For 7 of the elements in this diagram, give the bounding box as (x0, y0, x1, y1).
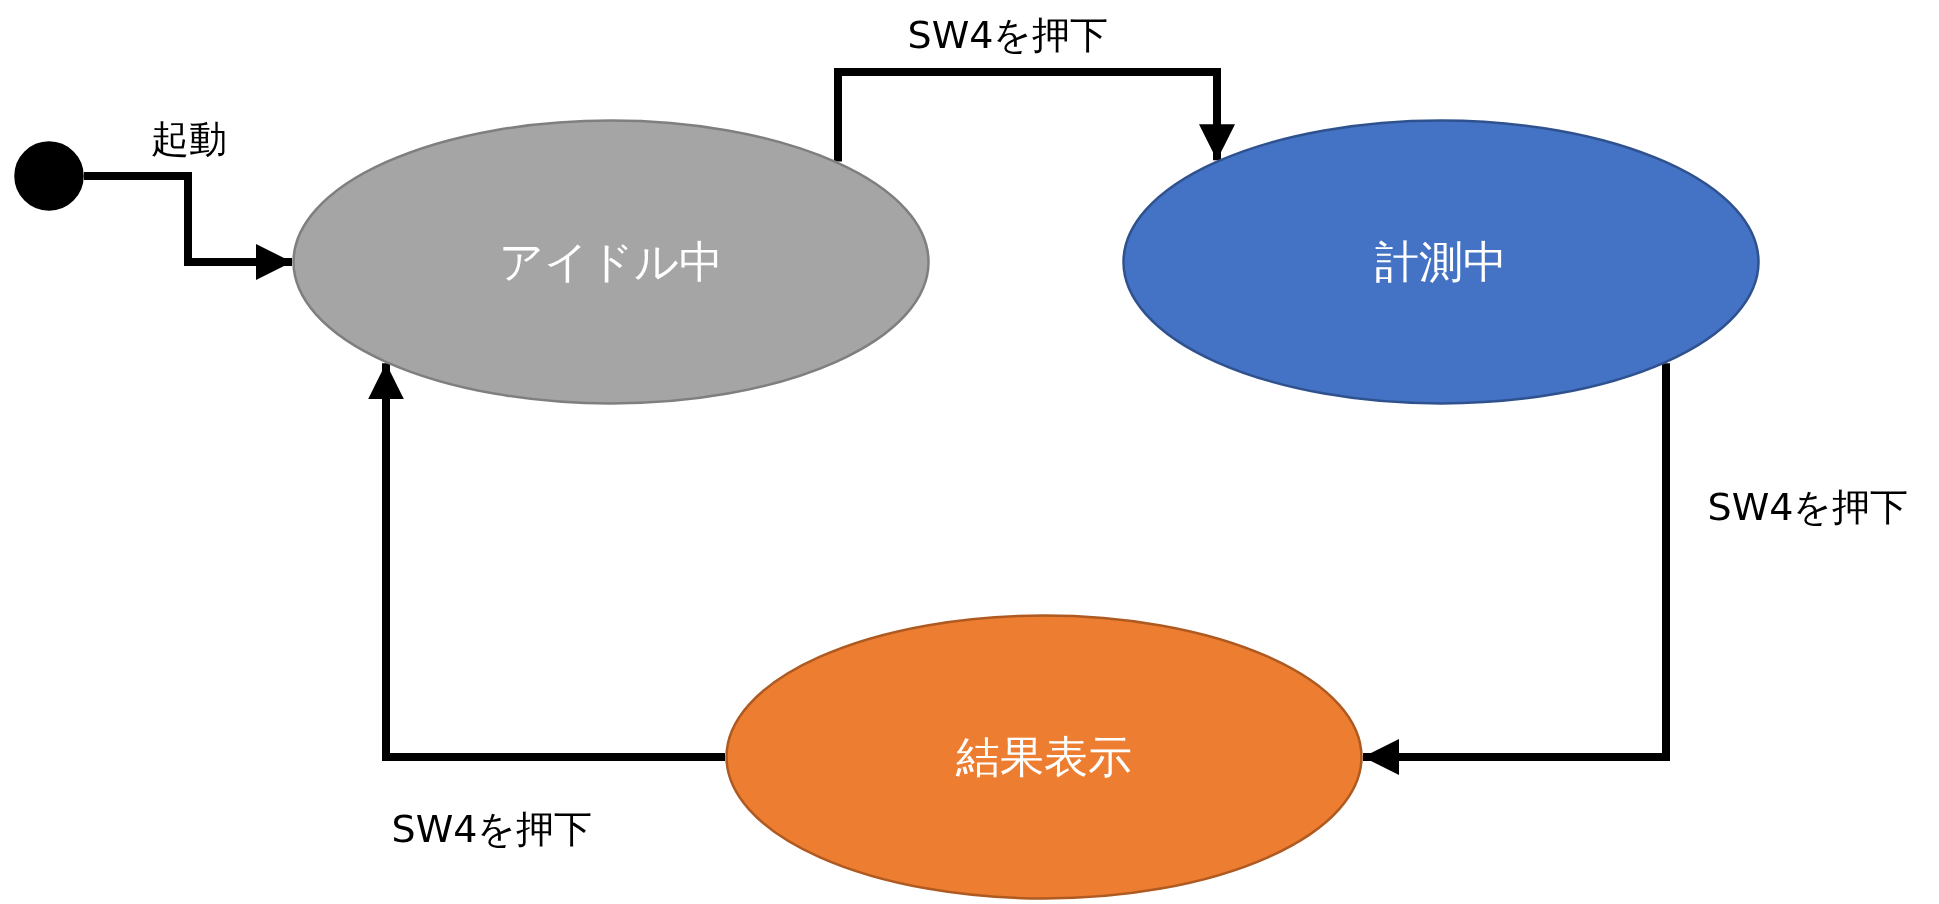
arrow (368, 363, 725, 761)
state-label: 結果表示 (956, 729, 1132, 784)
arrow (834, 68, 1235, 162)
arrow (84, 172, 292, 280)
state-label: 計測中 (1375, 234, 1507, 289)
arrow (1363, 363, 1670, 775)
state-label: アイドル中 (499, 234, 723, 289)
